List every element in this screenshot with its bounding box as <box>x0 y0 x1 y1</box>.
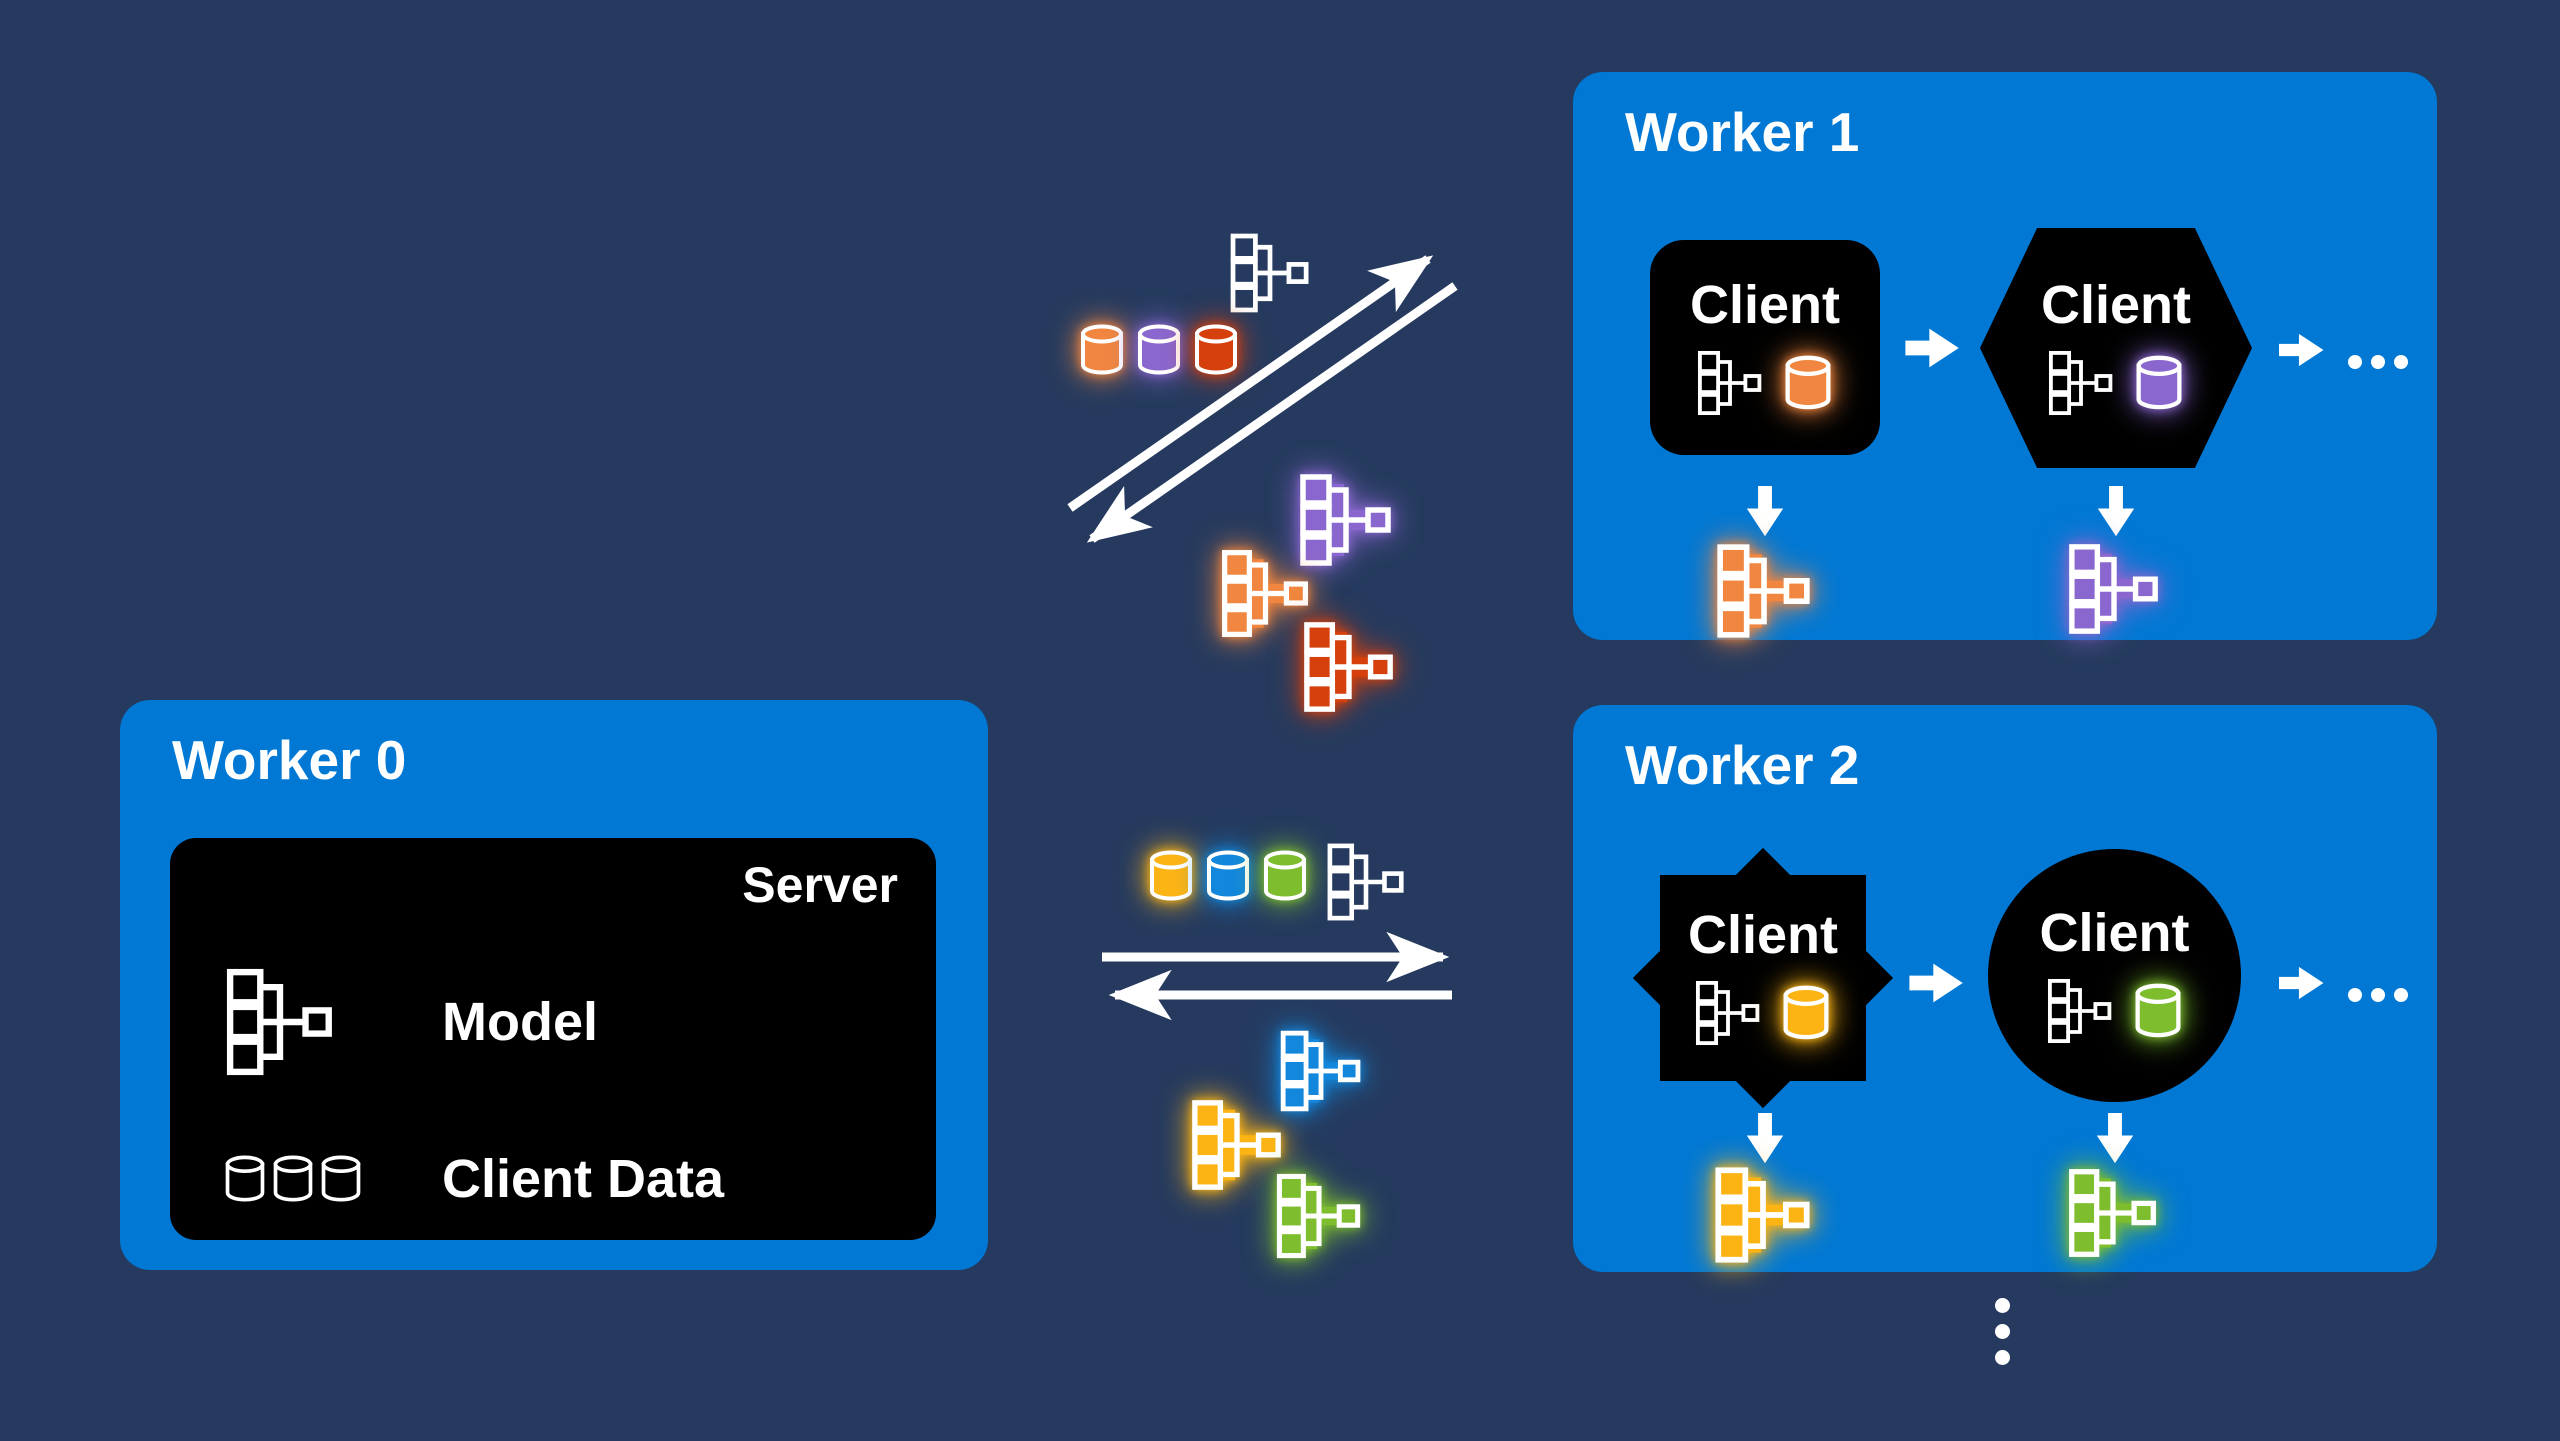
client-data-cylinder-icon-orange <box>1781 353 1835 413</box>
client-data-label: Client Data <box>442 1149 725 1209</box>
worker2-client2-node: Client <box>1988 849 2241 1102</box>
next-client-arrow-icon <box>1909 960 1965 1006</box>
worker2-title: Worker 2 <box>1625 734 1860 796</box>
client1-output-tree-icon-yellow <box>1711 1163 1815 1267</box>
client2-output-arrow-icon <box>2093 1113 2137 1165</box>
worker2-client1-node: Client <box>1632 847 1894 1109</box>
client-label: Client <box>1687 905 1838 965</box>
client-model-tree-icon <box>1695 348 1765 418</box>
client2-output-tree-icon-purple <box>2065 540 2163 638</box>
data-cylinder-icon-yellow <box>1146 848 1196 904</box>
worker0-panel: Worker 0 Server Model Client Data <box>120 700 988 1270</box>
data-cylinder-icon-purple <box>1134 322 1184 378</box>
worker1-title: Worker 1 <box>1625 101 1860 163</box>
client-data-cylinder-icon-purple <box>2132 353 2186 413</box>
data-cylinder-icon-green <box>1260 848 1310 904</box>
client1-output-tree-icon-orange <box>1713 540 1815 642</box>
worker1-client2-node: Client <box>1980 228 2252 468</box>
client1-output-arrow-icon <box>1743 1113 1787 1165</box>
worker1-client1-node: Client <box>1650 240 1880 455</box>
client-label: Client <box>2040 275 2191 335</box>
client-model-tree-icon <box>1693 978 1763 1048</box>
client-label: Client <box>1689 274 1840 335</box>
next-client-arrow-icon <box>1905 325 1961 371</box>
returned-tree-icon-yellow <box>1188 1096 1286 1194</box>
sent-data-cylinders-worker1 <box>1077 322 1241 378</box>
sent-data-cylinders-worker2 <box>1146 848 1310 904</box>
returned-tree-icon-red <box>1300 618 1398 716</box>
more-clients-ellipsis <box>2348 355 2408 369</box>
server-model-row: Model <box>222 963 598 1081</box>
data-cylinder-icon-orange <box>1077 322 1127 378</box>
client-label: Client <box>2039 902 2190 963</box>
model-label: Model <box>442 992 598 1052</box>
server-client-data-row: Client Data <box>222 1148 724 1210</box>
more-clients-ellipsis <box>2348 988 2408 1002</box>
more-workers-ellipsis <box>1995 1298 2010 1365</box>
server-box: Server Model Client Data <box>170 838 936 1240</box>
client2-output-arrow-icon <box>2094 486 2138 538</box>
more-clients-arrow-icon <box>2279 330 2325 370</box>
model-tree-icon <box>222 964 338 1080</box>
returned-tree-icon-blue <box>1277 1027 1365 1115</box>
returned-tree-icon-orange <box>1218 546 1313 641</box>
worker0-title: Worker 0 <box>172 729 407 791</box>
client-data-cylinder-icon <box>270 1153 316 1205</box>
sent-model-tree-icon-white <box>1225 230 1315 316</box>
client-data-cylinder-icon <box>318 1153 364 1205</box>
client-data-cylinder-icon-green <box>2131 981 2185 1041</box>
returned-tree-icon-green <box>1273 1170 1365 1262</box>
client2-output-tree-icon-green <box>2065 1165 2161 1261</box>
worker1-panel: Worker 1 Client Client <box>1573 72 2437 640</box>
client1-output-arrow-icon <box>1743 486 1787 538</box>
data-cylinder-icon-red <box>1191 322 1241 378</box>
data-cylinder-icon-blue <box>1203 848 1253 904</box>
client-model-tree-icon <box>2045 976 2115 1046</box>
client-data-cylinder-icon-yellow <box>1779 983 1833 1043</box>
sent-model-tree-icon-white <box>1322 840 1410 924</box>
server-label: Server <box>742 857 898 913</box>
client-data-cylinder-icon <box>222 1153 268 1205</box>
client-model-tree-icon <box>2046 348 2116 418</box>
more-clients-arrow-icon <box>2279 963 2325 1003</box>
worker2-panel: Worker 2 Client Client <box>1573 705 2437 1272</box>
